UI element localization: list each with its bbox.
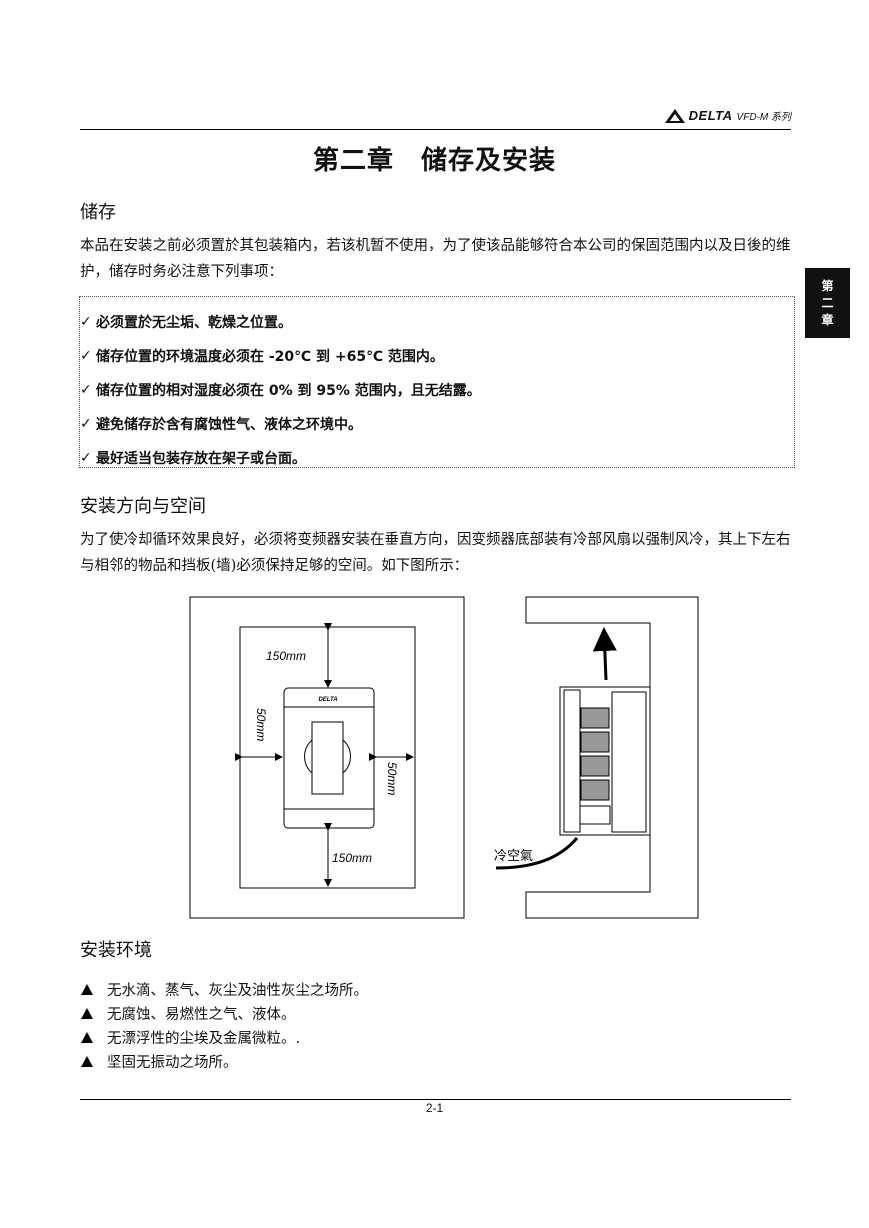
left-clearance-label: 50mm <box>254 708 268 741</box>
list-item: ✓储存位置的相对湿度必须在 0% 到 95% 范围内，且无结露。 <box>80 382 481 399</box>
side-view-wall <box>525 596 699 919</box>
check-icon: ✓ <box>80 382 92 398</box>
inverter-keypad <box>311 721 344 795</box>
triangle-bullet-icon <box>81 1031 93 1043</box>
environment-list: 无水滴、蒸气、灰尘及油性灰尘之场所。 无腐蚀、易燃性之气、液体。 无漂浮性的尘埃… <box>80 977 580 1073</box>
side-tab-char: 第 <box>821 278 834 293</box>
list-item: 无腐蚀、易燃性之气、液体。 <box>80 1001 580 1025</box>
triangle-bullet-icon <box>81 1055 93 1067</box>
inverter-side <box>559 686 651 836</box>
list-item: ✓必须置於无尘垢、乾燥之位置。 <box>80 314 292 331</box>
storage-intro: 本品在安装之前必须置於其包装箱内，若该机暂不使用，为了使该品能够符合本公司的保固… <box>80 238 791 280</box>
series-name: VFD-M 系列 <box>736 112 791 123</box>
vent-slots <box>580 779 610 801</box>
list-item: ✓储存位置的环境温度必须在 -20℃ 到 +65℃ 范围内。 <box>80 348 444 365</box>
cool-air-inflow <box>495 837 579 870</box>
list-item: 坚固无振动之场所。 <box>80 1049 580 1073</box>
orientation-text: 为了使冷却循环效果良好，必须将变频器安装在垂直方向，因变频器底部装有冷部风扇以强… <box>80 532 791 574</box>
side-tab-char: 二 <box>821 295 834 310</box>
chapter-title: 第二章 储存及安装 <box>312 146 556 176</box>
check-icon: ✓ <box>80 314 92 330</box>
brand-name: DELTA <box>688 108 733 123</box>
vent-slots <box>580 707 610 729</box>
header-rule <box>80 129 791 130</box>
delta-logo-icon <box>664 108 685 123</box>
header-logo: DELTA VFD-M 系列 <box>664 108 791 123</box>
vent-slots <box>580 755 610 777</box>
list-item: ✓避免储存於含有腐蚀性气、液体之环境中。 <box>80 416 362 433</box>
list-item: ✓最好适当包装存放在架子或台面。 <box>80 450 306 467</box>
side-tab-char: 章 <box>821 312 834 327</box>
installation-clearance-diagram: DELTA 150mm 150mm 50mm 50mm 冷空氣 <box>189 596 699 919</box>
front-view-outer-frame <box>189 596 465 919</box>
triangle-bullet-icon <box>81 1007 93 1019</box>
check-icon: ✓ <box>80 416 92 432</box>
list-item: 无水滴、蒸气、灰尘及油性灰尘之场所。 <box>80 977 580 1001</box>
chapter-side-tab: 第 二 章 <box>805 268 850 338</box>
bottom-clearance-label: 150mm <box>332 851 372 865</box>
cool-air-label: 冷空氣 <box>494 848 533 863</box>
triangle-bullet-icon <box>81 983 93 995</box>
storage-heading: 储存 <box>80 202 116 223</box>
top-clearance-label: 150mm <box>266 649 306 663</box>
environment-heading: 安装环境 <box>80 940 152 961</box>
check-icon: ✓ <box>80 450 92 466</box>
right-clearance-label: 50mm <box>385 762 399 795</box>
storage-checklist: ✓必须置於无尘垢、乾燥之位置。 ✓储存位置的环境温度必须在 -20℃ 到 +65… <box>79 296 795 468</box>
vent-slots <box>580 731 610 753</box>
orientation-heading: 安装方向与空间 <box>80 496 206 517</box>
list-item: 无漂浮性的尘埃及金属微粒。. <box>80 1025 580 1049</box>
page-number: 2-1 <box>425 1101 444 1115</box>
check-icon: ✓ <box>80 348 92 364</box>
footer-rule <box>80 1099 791 1100</box>
airflow-up-arrow <box>592 627 617 681</box>
device-logo: DELTA <box>318 697 337 703</box>
